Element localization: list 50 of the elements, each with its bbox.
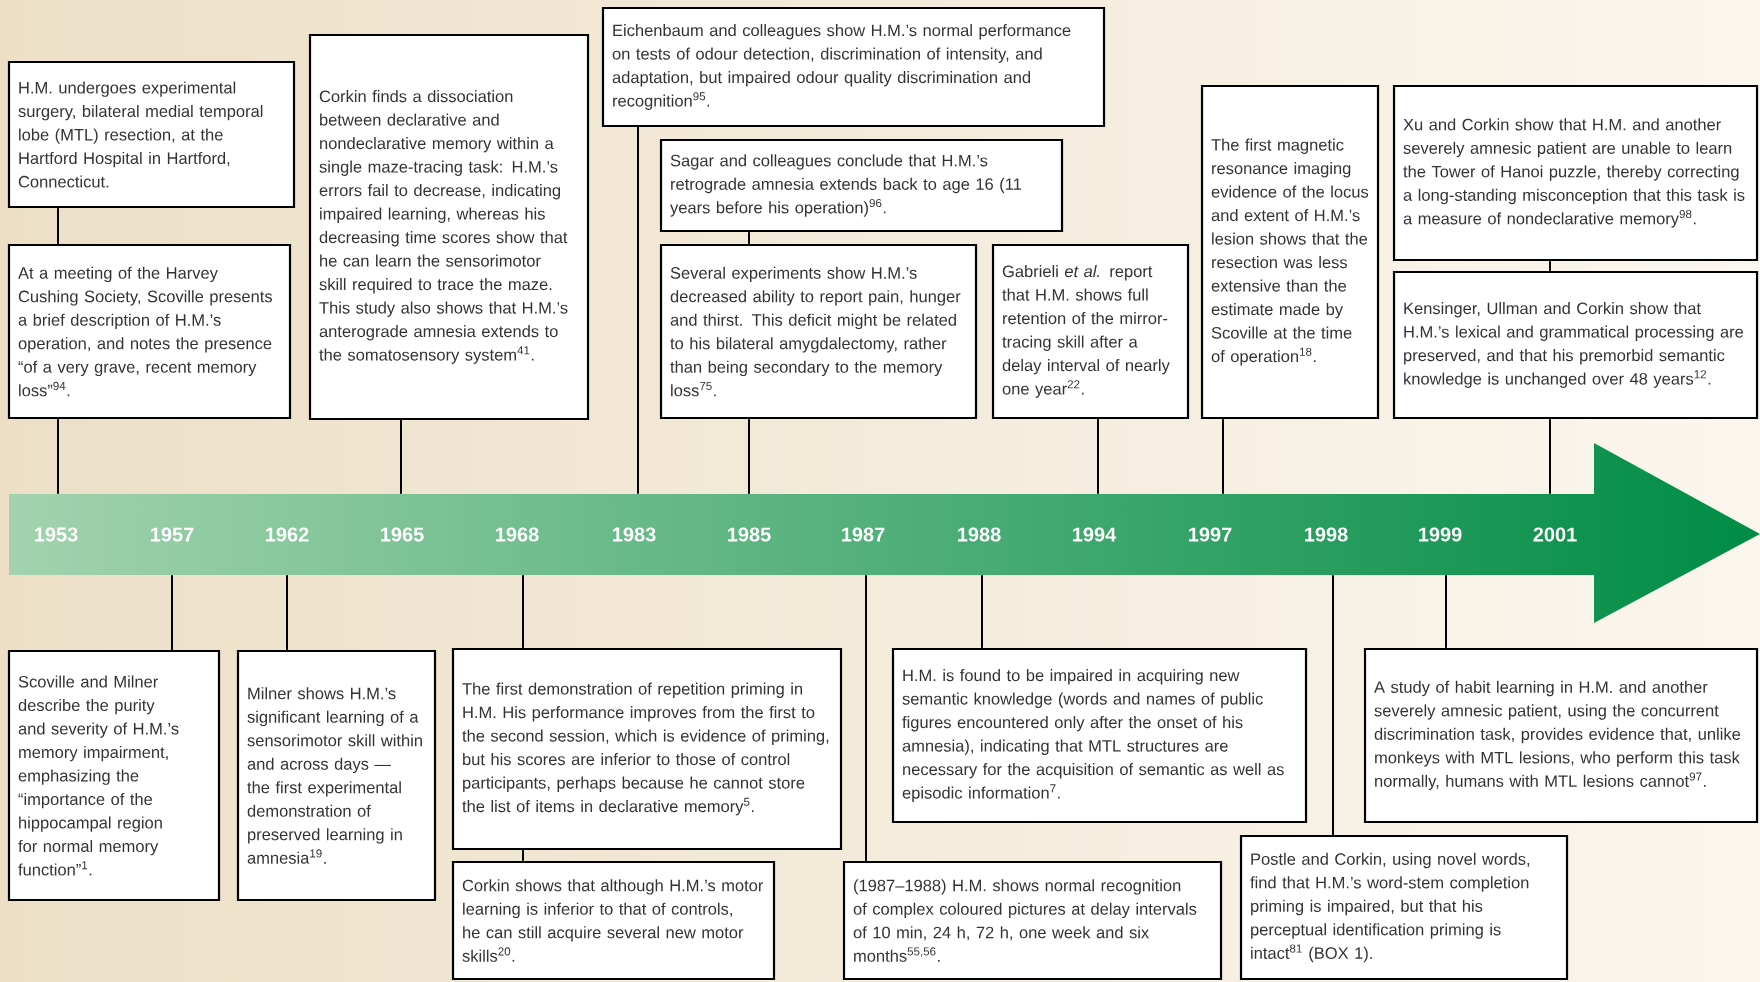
connector-line <box>1445 574 1447 649</box>
connector-line <box>171 574 173 651</box>
connector-line <box>57 418 59 495</box>
year-label: 1998 <box>1305 527 1348 542</box>
year-label: 1985 <box>728 527 771 542</box>
connector-line <box>522 574 524 649</box>
year-label: 1999 <box>1419 527 1462 542</box>
connector-line <box>637 126 639 495</box>
event-box: Milner shows H.M.’s significant learning of a sensorimotor skill within and across days — the first experimental demonstration of preserved learning in amnesia$^{19}$. <box>236 649 437 902</box>
event-box: Scoville and Milner describe the purity and severity of H.M.’s memory impairment, emphasizing the “importance of the hippocampal region for normal memory function”$^{1}$. <box>7 649 221 902</box>
year-label: 1957 <box>151 527 194 542</box>
connector-line <box>522 849 524 862</box>
connector-line <box>286 574 288 651</box>
event-box: H.M. is found to be impaired in acquiring new semantic knowledge (words and names of public figures encountered only after the onset of his amnesia), indicating that MTL structures are necessary for the acquisition of semantic as well as episodic information$^{7}$. <box>891 647 1308 824</box>
year-label: 1987 <box>842 527 885 542</box>
year-label: 1962 <box>266 527 309 542</box>
year-label: 1988 <box>958 527 1001 542</box>
connector-line <box>748 418 750 495</box>
event-box: Sagar and colleagues conclude that H.M.’s retrograde amnesia extends back to age 16 (11 years before his operation)$^{96}$. <box>659 138 1064 233</box>
event-box: Gabrieli et al. report that H.M. shows full retention of the mirror-tracing skill after a delay interval of nearly one year$^{22}$. <box>991 243 1190 420</box>
connector-line <box>865 574 867 862</box>
connector-line <box>400 419 402 495</box>
event-box: H.M. undergoes experimental surgery, bilateral medial temporal lobe (MTL) resection, at the Hartford Hospital in Hartford, Connecticut. <box>7 60 296 209</box>
connector-line <box>1097 418 1099 495</box>
connector-line <box>1549 418 1551 495</box>
event-box: Several experiments show H.M.’s decreased ability to report pain, hunger and thirst. This deficit might be related to his bilateral amygdalectomy, rather than being secondary to the memory loss$^{75}$. <box>659 243 978 420</box>
event-box: The first demonstration of repetition priming in H.M. His performance improves from the first to the second session, which is evidence of priming, but his scores are inferior to those of control participants, perhaps because he cannot store the list of items in declarative memory$^{5}$. <box>451 647 843 851</box>
event-box: Kensinger, Ullman and Corkin show that H.M.’s lexical and grammatical processing are preserved, and that his premorbid semantic knowledge is unchanged over 48 years$^{12}$. <box>1392 270 1759 420</box>
connector-line <box>1332 574 1334 836</box>
event-box: (1987–1988) H.M. shows normal recognition of complex coloured pictures at delay intervals of 10 min, 24 h, 72 h, one week and six months$^{55,56}$. <box>842 860 1223 981</box>
year-label: 1968 <box>496 527 539 542</box>
year-label: 1994 <box>1073 527 1117 542</box>
year-label: 1965 <box>381 527 424 542</box>
connector-line <box>748 231 750 245</box>
event-box: Postle and Corkin, using novel words, find that H.M.’s word-stem completion priming is impaired, but that his perceptual identification priming is intact$^{81}$ (BOX 1). <box>1239 834 1569 981</box>
event-box: A study of habit learning in H.M. and another severely amnesic patient, using the concurrent discrimination task, provides evidence that, unlike monkeys with MTL lesions, who perform this task normally, humans with MTL lesions cannot$^{97}$. <box>1363 647 1759 824</box>
event-box: Xu and Corkin show that H.M. and another severely amnesic patient are unable to learn the Tower of Hanoi puzzle, thereby correcting a long-standing misconception that this task is a measure of nondeclarative memory$^{98}$. <box>1392 84 1759 262</box>
connector-line <box>57 207 59 245</box>
event-box: Corkin shows that although H.M.’s motor learning is inferior to that of controls, he can still acquire several new motor skills$^{20}$. <box>451 860 776 981</box>
event-box: Eichenbaum and colleagues show H.M.’s normal performance on tests of odour detection, discrimination of intensity, and adaptation, but impaired odour quality discrimination and recognition$^{95}$. <box>601 6 1106 128</box>
year-label: 1997 <box>1189 527 1232 542</box>
year-label: 1983 <box>613 527 656 542</box>
event-box: At a meeting of the Harvey Cushing Society, Scoville presents a brief description of H.M.’s operation, and notes the presence “of a very grave, recent memory loss”$^{94}$. <box>7 243 292 420</box>
connector-line <box>1222 418 1224 495</box>
connector-line <box>981 574 983 649</box>
event-box: The first magnetic resonance imaging evidence of the locus and extent of H.M.’s lesion shows that the resection was less extensive than the estimate made by Scoville at the time of operation$^{18}$. <box>1200 84 1380 420</box>
year-label: 1953 <box>35 527 78 542</box>
event-box: Corkin finds a dissociation between declarative and nondeclarative memory within a single maze-tracing task: H.M.’s errors fail to decrease, indicating impaired learning, whereas his decreasing time scores show that he can learn the sensorimotor skill required to trace the maze. This study also shows that H.M.’s anterograde amnesia extends to the somatosensory system$^{41}$. <box>308 33 590 421</box>
year-label: 2001 <box>1533 527 1577 542</box>
connector-line <box>1549 260 1551 272</box>
